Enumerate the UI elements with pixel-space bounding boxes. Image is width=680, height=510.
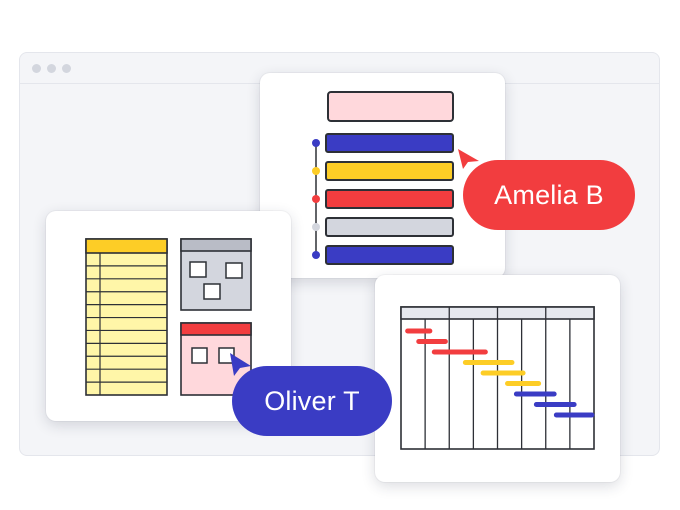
list-header	[327, 91, 454, 122]
collaborator-badge-amelia: Amelia B	[463, 160, 635, 230]
list-card[interactable]	[260, 73, 505, 278]
minimize-dot-icon[interactable]	[47, 64, 56, 73]
gantt-chart	[400, 306, 595, 450]
timeline-dot	[312, 223, 320, 231]
close-dot-icon[interactable]	[32, 64, 41, 73]
timeline-dot	[312, 195, 320, 203]
board-panel-bottom-header	[180, 322, 252, 336]
maximize-dot-icon[interactable]	[62, 64, 71, 73]
board-diagram	[85, 238, 252, 396]
sticky-note	[225, 262, 243, 279]
oliver-cursor-icon	[230, 353, 251, 376]
gantt-card[interactable]	[375, 275, 620, 482]
list-row	[325, 217, 454, 237]
list-row	[325, 133, 454, 153]
sticky-note	[203, 283, 221, 300]
list-row	[325, 161, 454, 181]
board-panel-top-header	[180, 238, 252, 252]
list-row	[325, 245, 454, 265]
sticky-note	[189, 261, 207, 278]
board-table-header	[85, 238, 168, 254]
timeline-dot	[312, 251, 320, 259]
timeline-dot	[312, 139, 320, 147]
sticky-note	[191, 347, 208, 364]
collaborator-badge-oliver: Oliver T	[232, 366, 392, 436]
amelia-cursor-icon	[458, 149, 479, 169]
list-diagram	[312, 91, 454, 265]
timeline-dot	[312, 167, 320, 175]
list-row	[325, 189, 454, 209]
